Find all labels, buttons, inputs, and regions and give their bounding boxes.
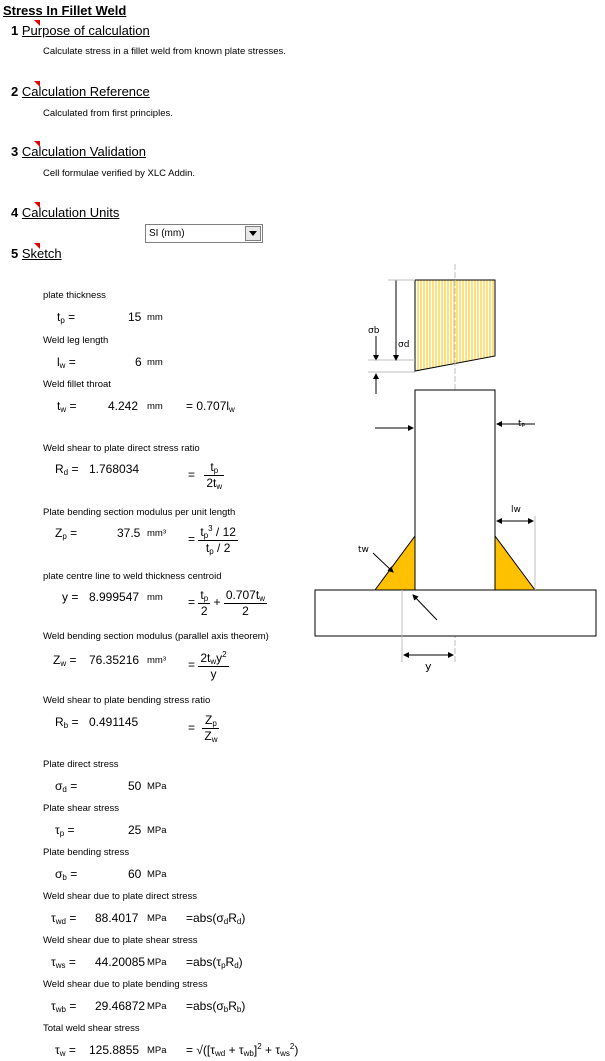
unit-sd: MPa [147, 781, 167, 792]
unit-twd: MPa [147, 913, 167, 924]
symbol-tws: τws = [51, 955, 76, 970]
value-tw: 4.242 [108, 399, 139, 413]
label-zp: Plate bending section modulus per unit l… [43, 507, 236, 518]
value-rb: 0.491145 [89, 715, 139, 729]
section-3-note: Cell formulae verified by XLC Addin. [43, 168, 196, 179]
unit-zp: mm³ [147, 528, 166, 539]
label-rd: Weld shear to plate direct stress ratio [43, 443, 200, 454]
label-y-dim: y [425, 660, 432, 673]
label-sb: Plate bending stress [43, 847, 130, 858]
label-plate-thickness: plate thickness [43, 290, 106, 301]
value-tw-total: 125.8855 [89, 1043, 140, 1057]
label-taup: Plate shear stress [43, 803, 120, 814]
value-lw[interactable]: 6 [135, 355, 142, 369]
comment-marker-icon[interactable] [34, 202, 40, 208]
symbol-zp: Zp = [55, 526, 78, 541]
label-tw-total: Total weld shear stress [43, 1023, 140, 1034]
unit-sb: MPa [147, 869, 167, 880]
unit-lw: mm [147, 357, 163, 368]
symbol-sb: σb = [55, 867, 78, 882]
symbol-zw: Zw = [53, 653, 77, 668]
symbol-twd: τwd = [51, 911, 77, 926]
section-4-heading: 4 Calculation Units [11, 205, 120, 220]
chevron-down-icon [249, 231, 257, 236]
label-sigma-b: σb [368, 326, 380, 336]
formula-tw: = 0.707lw [186, 399, 235, 414]
value-twd: 88.4017 [95, 911, 139, 925]
value-sb[interactable]: 60 [128, 867, 142, 881]
label-sd: Plate direct stress [43, 759, 119, 770]
section-3-heading: 3 Calculation Validation [11, 144, 146, 159]
value-rd: 1.768034 [89, 462, 140, 476]
unit-tw: mm [147, 401, 163, 412]
label-y: plate centre line to weld thickness cent… [43, 571, 222, 582]
label-rb: Weld shear to plate bending stress ratio [43, 695, 211, 706]
symbol-taup: τp = [55, 823, 75, 838]
symbol-rb: Rb = [55, 715, 79, 730]
formula-twb: =abs(σbRb) [186, 999, 246, 1014]
label-tw: tw [358, 545, 369, 555]
units-select-value: SI (mm) [149, 228, 185, 239]
symbol-lw: lw = [57, 355, 76, 370]
section-1-heading: 1 Purpose of calculation [11, 23, 150, 38]
symbol-tw: tw = [57, 399, 77, 414]
label-twb: Weld shear due to plate bending stress [43, 979, 208, 990]
unit-tp: mm [147, 312, 163, 323]
label-weld-leg: Weld leg length [43, 335, 109, 346]
value-tp[interactable]: 15 [128, 310, 142, 324]
formula-tw-total: = √([τwd + τwb]2 + τws2) [186, 1042, 299, 1058]
value-zp: 37.5 [117, 526, 141, 540]
unit-tw-total: MPa [147, 1045, 167, 1056]
value-taup[interactable]: 25 [128, 823, 142, 837]
unit-twb: MPa [147, 1001, 167, 1012]
label-weld-throat: Weld fillet throat [43, 379, 111, 390]
comment-marker-icon[interactable] [34, 20, 40, 26]
value-twb: 29.46872 [95, 999, 146, 1013]
value-zw: 76.35216 [89, 653, 140, 667]
plate [414, 389, 496, 591]
section-1-note: Calculate stress in a fillet weld from k… [43, 46, 286, 57]
symbol-tw-total: τw = [55, 1043, 76, 1058]
value-tws: 44.20085 [95, 955, 146, 969]
unit-zw: mm³ [147, 655, 166, 666]
unit-y: mm [147, 592, 163, 603]
dropdown-arrow-button[interactable] [245, 226, 261, 241]
comment-marker-icon[interactable] [34, 81, 40, 87]
label-lw: lw [511, 505, 521, 515]
symbol-y: y = [62, 590, 79, 604]
label-tp: tₚ [518, 419, 526, 429]
label-tws: Weld shear due to plate shear stress [43, 935, 198, 946]
value-y: 8.999547 [89, 590, 140, 604]
symbol-twb: τwb = [51, 999, 77, 1014]
weld-left [374, 534, 416, 591]
symbol-rd: Rd = [55, 462, 79, 477]
value-sd[interactable]: 50 [128, 779, 142, 793]
units-select[interactable]: SI (mm) [145, 224, 263, 243]
label-twd: Weld shear due to plate direct stress [43, 891, 198, 902]
unit-tws: MPa [147, 957, 167, 968]
symbol-tp: tp = [57, 310, 76, 325]
page-title: Stress In Fillet Weld [3, 3, 127, 18]
weld-right [494, 534, 536, 591]
formula-twd: =abs(σdRd) [186, 911, 246, 926]
section-5-heading: 5 Sketch [11, 246, 62, 261]
symbol-sd: σd = [55, 779, 78, 794]
section-2-note: Calculated from first principles. [43, 108, 173, 119]
comment-marker-icon[interactable] [34, 141, 40, 147]
comment-marker-icon[interactable] [34, 243, 40, 249]
section-2-heading: 2 Calculation Reference [11, 84, 150, 99]
unit-taup: MPa [147, 825, 167, 836]
base-plate [314, 589, 597, 637]
label-sigma-d: σd [398, 340, 409, 350]
formula-tws: =abs(τpRd) [186, 955, 243, 970]
label-zw: Weld bending section modulus (parallel a… [43, 631, 269, 642]
